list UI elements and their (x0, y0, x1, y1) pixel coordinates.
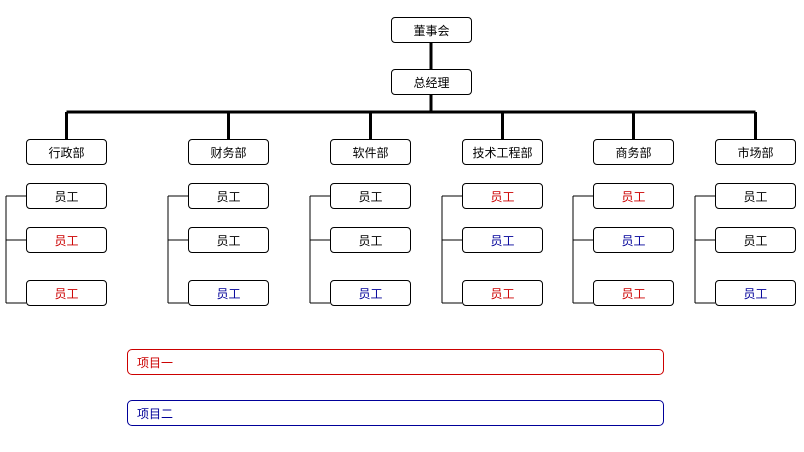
project-label: 项目一 (137, 355, 174, 370)
employee-node: 员工 (462, 227, 543, 253)
employee-node: 员工 (715, 183, 796, 209)
employee-node: 员工 (330, 280, 411, 306)
project-box: 项目一 (127, 349, 664, 375)
employee-node: 员工 (593, 280, 674, 306)
employee-label: 员工 (621, 286, 646, 301)
employee-node: 员工 (188, 227, 269, 253)
department-node: 技术工程部 (462, 139, 543, 165)
employee-label: 员工 (54, 233, 79, 248)
project-box: 项目二 (127, 400, 664, 426)
employee-node: 员工 (330, 227, 411, 253)
employee-label: 员工 (358, 233, 383, 248)
employee-node: 员工 (462, 183, 543, 209)
department-node: 市场部 (715, 139, 796, 165)
employee-label: 员工 (621, 233, 646, 248)
employee-label: 员工 (490, 286, 515, 301)
employee-label: 员工 (358, 189, 383, 204)
employee-node: 员工 (26, 227, 107, 253)
employee-node: 员工 (715, 227, 796, 253)
employee-label: 员工 (54, 189, 79, 204)
department-label: 市场部 (737, 145, 774, 160)
department-node: 软件部 (330, 139, 411, 165)
employee-label: 员工 (358, 286, 383, 301)
department-label: 软件部 (352, 145, 389, 160)
department-label: 商务部 (615, 145, 652, 160)
department-label: 行政部 (48, 145, 85, 160)
employee-label: 员工 (216, 233, 241, 248)
employee-node: 员工 (593, 183, 674, 209)
employee-label: 员工 (743, 189, 768, 204)
employee-label: 员工 (490, 233, 515, 248)
employee-node: 员工 (330, 183, 411, 209)
employee-node: 员工 (462, 280, 543, 306)
employee-node: 员工 (26, 280, 107, 306)
employee-node: 员工 (188, 280, 269, 306)
department-node: 商务部 (593, 139, 674, 165)
employee-label: 员工 (216, 286, 241, 301)
department-label: 财务部 (210, 145, 247, 160)
employee-label: 员工 (743, 286, 768, 301)
employee-node: 员工 (593, 227, 674, 253)
project-label: 项目二 (137, 406, 174, 421)
general-manager-label: 总经理 (413, 75, 450, 90)
employee-label: 员工 (54, 286, 79, 301)
board-node: 董事会 (391, 17, 472, 43)
employee-label: 员工 (216, 189, 241, 204)
employee-label: 员工 (621, 189, 646, 204)
department-label: 技术工程部 (472, 145, 533, 160)
employee-label: 员工 (490, 189, 515, 204)
employee-node: 员工 (715, 280, 796, 306)
department-node: 行政部 (26, 139, 107, 165)
department-node: 财务部 (188, 139, 269, 165)
board-label: 董事会 (413, 23, 450, 38)
employee-node: 员工 (26, 183, 107, 209)
general-manager-node: 总经理 (391, 69, 472, 95)
employee-node: 员工 (188, 183, 269, 209)
employee-label: 员工 (743, 233, 768, 248)
